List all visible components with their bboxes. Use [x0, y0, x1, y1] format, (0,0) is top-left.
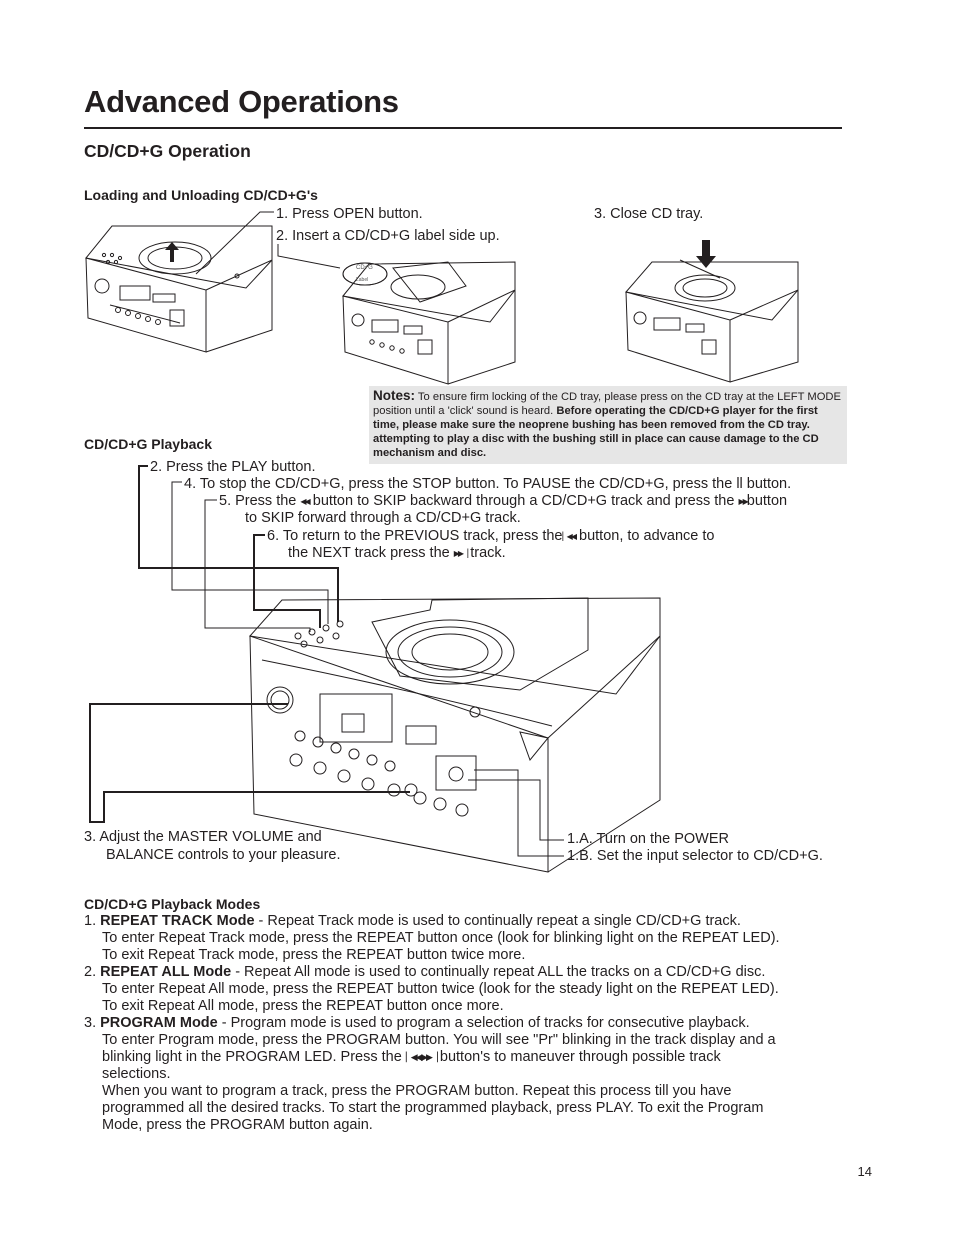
playback-modes: CD/CD+G Playback Modes 1. REPEAT TRACK M…	[84, 896, 864, 1134]
next-track-icon: ▶▶▕	[453, 549, 469, 558]
notes-box: Notes: To ensure firm locking of the CD …	[369, 386, 847, 464]
loading-step-1: 1. Press OPEN button.	[276, 206, 423, 222]
cd-unit-3-illustration	[625, 240, 799, 383]
playback-step-5-cont: to SKIP forward through a CD/CD+G track.	[245, 510, 521, 526]
skip-back-icon: ◀◀	[300, 497, 310, 506]
disc-label: CD+G	[356, 265, 373, 271]
playback-heading: CD/CD+G Playback	[84, 436, 212, 452]
loading-step-3: 3. Close CD tray.	[594, 206, 704, 222]
mode-repeat-track: 1. REPEAT TRACK Mode - Repeat Track mode…	[84, 913, 741, 929]
leader-input	[474, 769, 564, 857]
playback-step-1b: 1.B. Set the input selector to CD/CD+G.	[567, 848, 823, 864]
loading-heading: Loading and Unloading CD/CD+G's	[84, 187, 318, 203]
leader-prev-next	[253, 534, 321, 628]
playback-step-6: 6. To return to the PREVIOUS track, pres…	[267, 528, 715, 544]
playback-step-2: 2. Press the PLAY button.	[150, 459, 316, 475]
playback-step-5: 5. Press the ◀◀ button to SKIP backward …	[219, 493, 788, 509]
section-title: CD/CD+G Operation	[84, 141, 251, 161]
leader-skip	[204, 499, 311, 632]
leader-play	[138, 465, 339, 622]
leader-power	[468, 779, 564, 841]
previous-track-icon: ▏◀◀	[562, 532, 578, 541]
skip-forward-icon: ▶▶	[738, 497, 748, 506]
page-title: Advanced Operations	[84, 84, 399, 119]
prev-next-icons: ▏◀◀ ▶▶▕	[405, 1052, 438, 1062]
notes-heading: Notes:	[373, 388, 416, 403]
notes-text: To ensure firm locking of the CD tray, p…	[373, 391, 841, 417]
playback-step-4: 4. To stop the CD/CD+G, press the STOP b…	[184, 476, 792, 492]
playback-step-3: 3. Adjust the MASTER VOLUME and	[84, 829, 322, 845]
playback-step-3-cont: BALANCE controls to your pleasure.	[106, 847, 341, 863]
mode-program: 3. PROGRAM Mode - Program mode is used t…	[84, 1015, 750, 1031]
cd-player-large-illustration	[249, 597, 661, 873]
page-number: 14	[857, 1164, 872, 1179]
loading-step-2: 2. Insert a CD/CD+G label side up.	[276, 228, 500, 244]
disc-label-2: Label	[356, 277, 369, 283]
playback-step-6-cont: the NEXT track press the ▶▶▕ track.	[288, 545, 506, 561]
cd-unit-2-illustration	[342, 261, 516, 385]
mode-repeat-all: 2. REPEAT ALL Mode - Repeat All mode is …	[84, 964, 766, 980]
leader-volume	[89, 703, 410, 823]
leader-open	[195, 211, 274, 275]
title-divider	[84, 127, 842, 129]
notes-warning: Before operating the CD/CD+G player for …	[373, 405, 819, 459]
modes-heading: CD/CD+G Playback Modes	[84, 896, 261, 912]
cd-unit-1-illustration	[85, 225, 273, 353]
leader-stop-pause	[171, 481, 329, 624]
leader-insert	[277, 244, 341, 269]
playback-step-1a: 1.A. Turn on the POWER	[567, 831, 729, 847]
